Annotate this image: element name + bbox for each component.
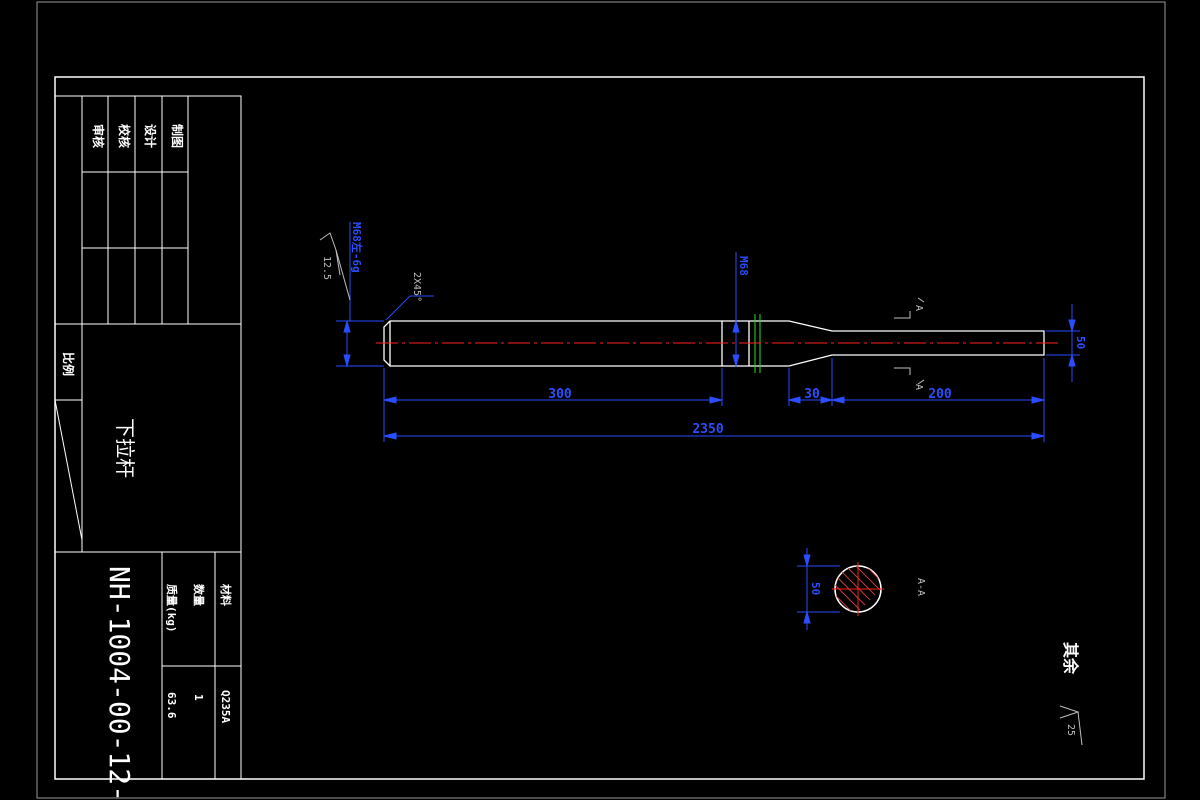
roughness-symbol-left [319,232,351,301]
roughness-value-left: 12.5 [321,256,332,280]
drawing-number: NH-1004-00-12-02 [103,566,136,800]
thread-label-right: M68 [737,256,750,276]
title-block [54,95,242,780]
dimension-lines [336,222,1080,442]
part-name: 下拉杆 [113,418,137,478]
dim-taper-length: 30 [804,387,820,402]
role-label-checker: 校核 [117,124,132,148]
role-label-designer: 设计 [143,124,158,148]
section-cut-markers [894,297,925,385]
section-mark-bottom: A [913,384,924,390]
mass-label: 质量(kg) [165,584,179,633]
role-label-drafter: 制图 [170,124,185,148]
thread-label-left: M68左-6g [350,222,364,273]
remaining-label: 其余 [1061,642,1080,675]
scale-label: 比例 [61,352,76,376]
dim-end-diameter: 50 [1074,336,1087,349]
dim-thread-length: 300 [548,387,572,402]
drawing-frame [54,76,1145,780]
section-label: A-A [915,578,926,596]
roughness-value-remaining: 25 [1065,724,1076,736]
material-value: Q235A [219,690,232,723]
chamfer-label: 2X45° [411,272,422,302]
dim-end-length: 200 [928,387,952,402]
quantity-value: 1 [192,694,205,701]
dim-total-length: 2350 [692,422,723,437]
dim-section-diameter: 50 [809,582,822,595]
section-mark-top: A [913,305,924,311]
material-label: 材料 [219,584,233,606]
sheet-border [36,1,1166,799]
quantity-label: 数量 [192,584,206,606]
section-view [797,548,884,630]
role-label-reviewer: 审核 [91,124,106,148]
mass-value: 63.6 [165,692,178,719]
roughness-symbol-remaining [1059,705,1083,746]
